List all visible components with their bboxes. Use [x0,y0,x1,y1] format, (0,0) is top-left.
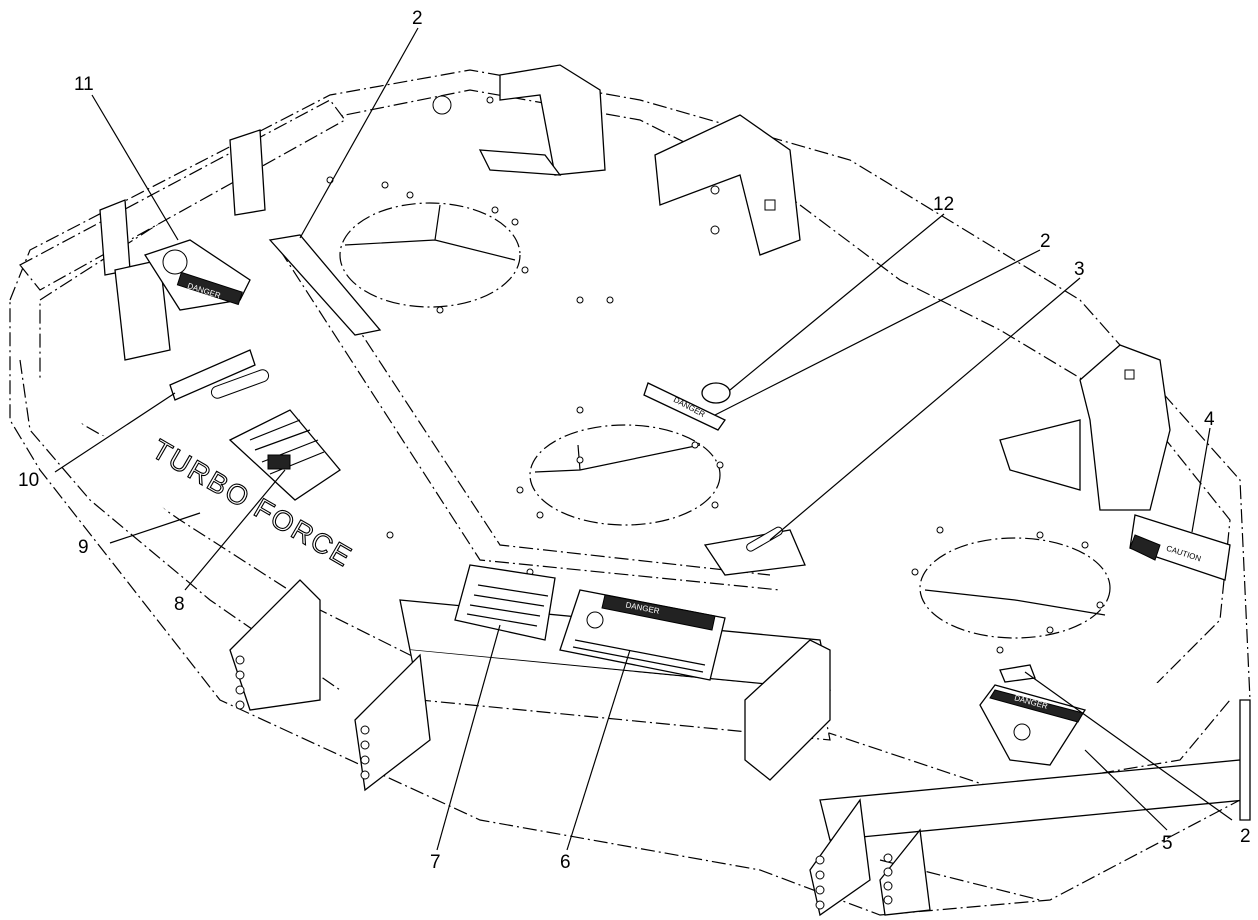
callout-8: 8 [174,594,185,615]
callout-6: 6 [560,852,571,873]
left-blade-opening [339,202,521,308]
callout-7: 7 [430,852,441,873]
decal-11-danger: DANGER [144,239,251,311]
decal-2-right [999,664,1036,683]
callout-labels: 2 11 12 2 3 4 10 9 8 7 6 5 2 [18,8,1251,873]
decal-7-anti-scalp [454,564,556,641]
callout-2-top: 2 [412,8,423,29]
decal-8-instruction [228,409,341,501]
decal-6-danger: DANGER [559,589,726,681]
callout-11: 11 [74,74,94,95]
decal-12-circle [701,382,731,404]
callout-3: 3 [1074,259,1085,280]
callout-5: 5 [1162,833,1173,854]
blade-openings [339,202,1111,639]
callout-9: 9 [78,537,89,558]
callout-2-center: 2 [1040,231,1051,252]
callout-4: 4 [1204,409,1215,430]
decal-5-chevron-danger: DANGER [979,684,1087,766]
decal-10-height-indicator [169,349,270,401]
center-blade-opening [529,424,721,526]
callout-10: 10 [18,470,39,491]
callout-2-right: 2 [1240,826,1251,847]
right-blade-opening [919,537,1111,639]
hitch-brackets [99,64,1251,917]
callout-12: 12 [933,194,954,215]
decal-4-caution: CAUTION [1129,514,1231,581]
decal-3-latch [703,526,806,576]
leader-lines [54,27,1233,851]
